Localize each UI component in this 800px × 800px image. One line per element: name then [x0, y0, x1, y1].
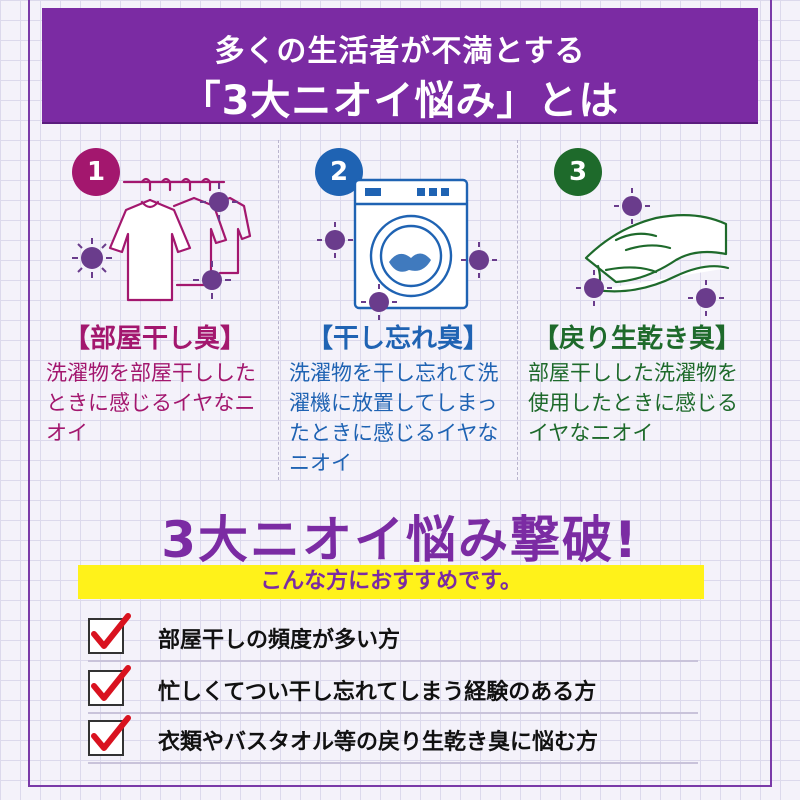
content-frame	[28, 0, 772, 787]
odor-description-3: 部屋干しした洗濯物を使用したときに感じるイヤなニオイ	[528, 361, 738, 445]
checklist-item-1: 部屋干しの頻度が多い方	[88, 612, 698, 662]
odor-description-1: 洗濯物を部屋干ししたときに感じるイヤなニオイ	[46, 361, 256, 445]
odor-description-2: 洗濯物を干し忘れて洗濯機に放置してしまったときに感じるイヤなニオイ	[289, 361, 499, 475]
recommend-banner: こんな方におすすめです。	[78, 565, 704, 599]
header-banner: 多くの生活者が不満とする 「3大ニオイ悩み」とは	[42, 8, 758, 124]
banner-line-1: 多くの生活者が不満とする	[214, 34, 586, 69]
checkbox-checked-icon	[88, 715, 131, 756]
headline: 3大ニオイ悩み撃破!	[161, 511, 639, 569]
odor-title-1: 【部屋干し臭】	[63, 324, 246, 354]
banner-line-2: 「3大ニオイ悩み」とは	[180, 78, 620, 124]
hanging-clothes-icon	[72, 177, 252, 302]
checklist-text-1: 部屋干しの頻度が多い方	[158, 628, 401, 653]
checkbox-checked-icon	[88, 665, 131, 706]
checklist-text-2: 忙しくてつい干し忘れてしまう経験のある方	[158, 680, 597, 705]
checklist-text-3: 衣類やバスタオル等の戻り生乾き臭に悩む方	[158, 730, 599, 755]
checkbox-checked-icon	[88, 613, 131, 654]
odor-column-1: 1 【部屋干し臭】 洗濯物を部屋干ししたときに感じるイヤなニオイ	[36, 140, 274, 480]
odor-column-3: 3 【戻り生乾き臭】 部屋干しした洗濯物を使用したときに感じるイヤなニオイ	[518, 140, 756, 480]
odor-title-2: 【干し忘れ臭】	[306, 324, 489, 354]
number-badge-1: 1	[72, 148, 120, 196]
odor-column-2: 2 【干し忘れ臭】 洗濯物を干し忘れて洗濯機に放置してしまったときに感じるイヤな…	[278, 140, 518, 480]
washing-machine-icon	[317, 178, 497, 320]
hands-towel-icon	[576, 188, 730, 316]
odor-title-3: 【戻り生乾き臭】	[532, 324, 741, 354]
checklist-item-3: 衣類やバスタオル等の戻り生乾き臭に悩む方	[88, 714, 698, 764]
checklist-item-2: 忙しくてつい干し忘れてしまう経験のある方	[88, 664, 698, 714]
number-badge-3: 3	[554, 148, 602, 196]
